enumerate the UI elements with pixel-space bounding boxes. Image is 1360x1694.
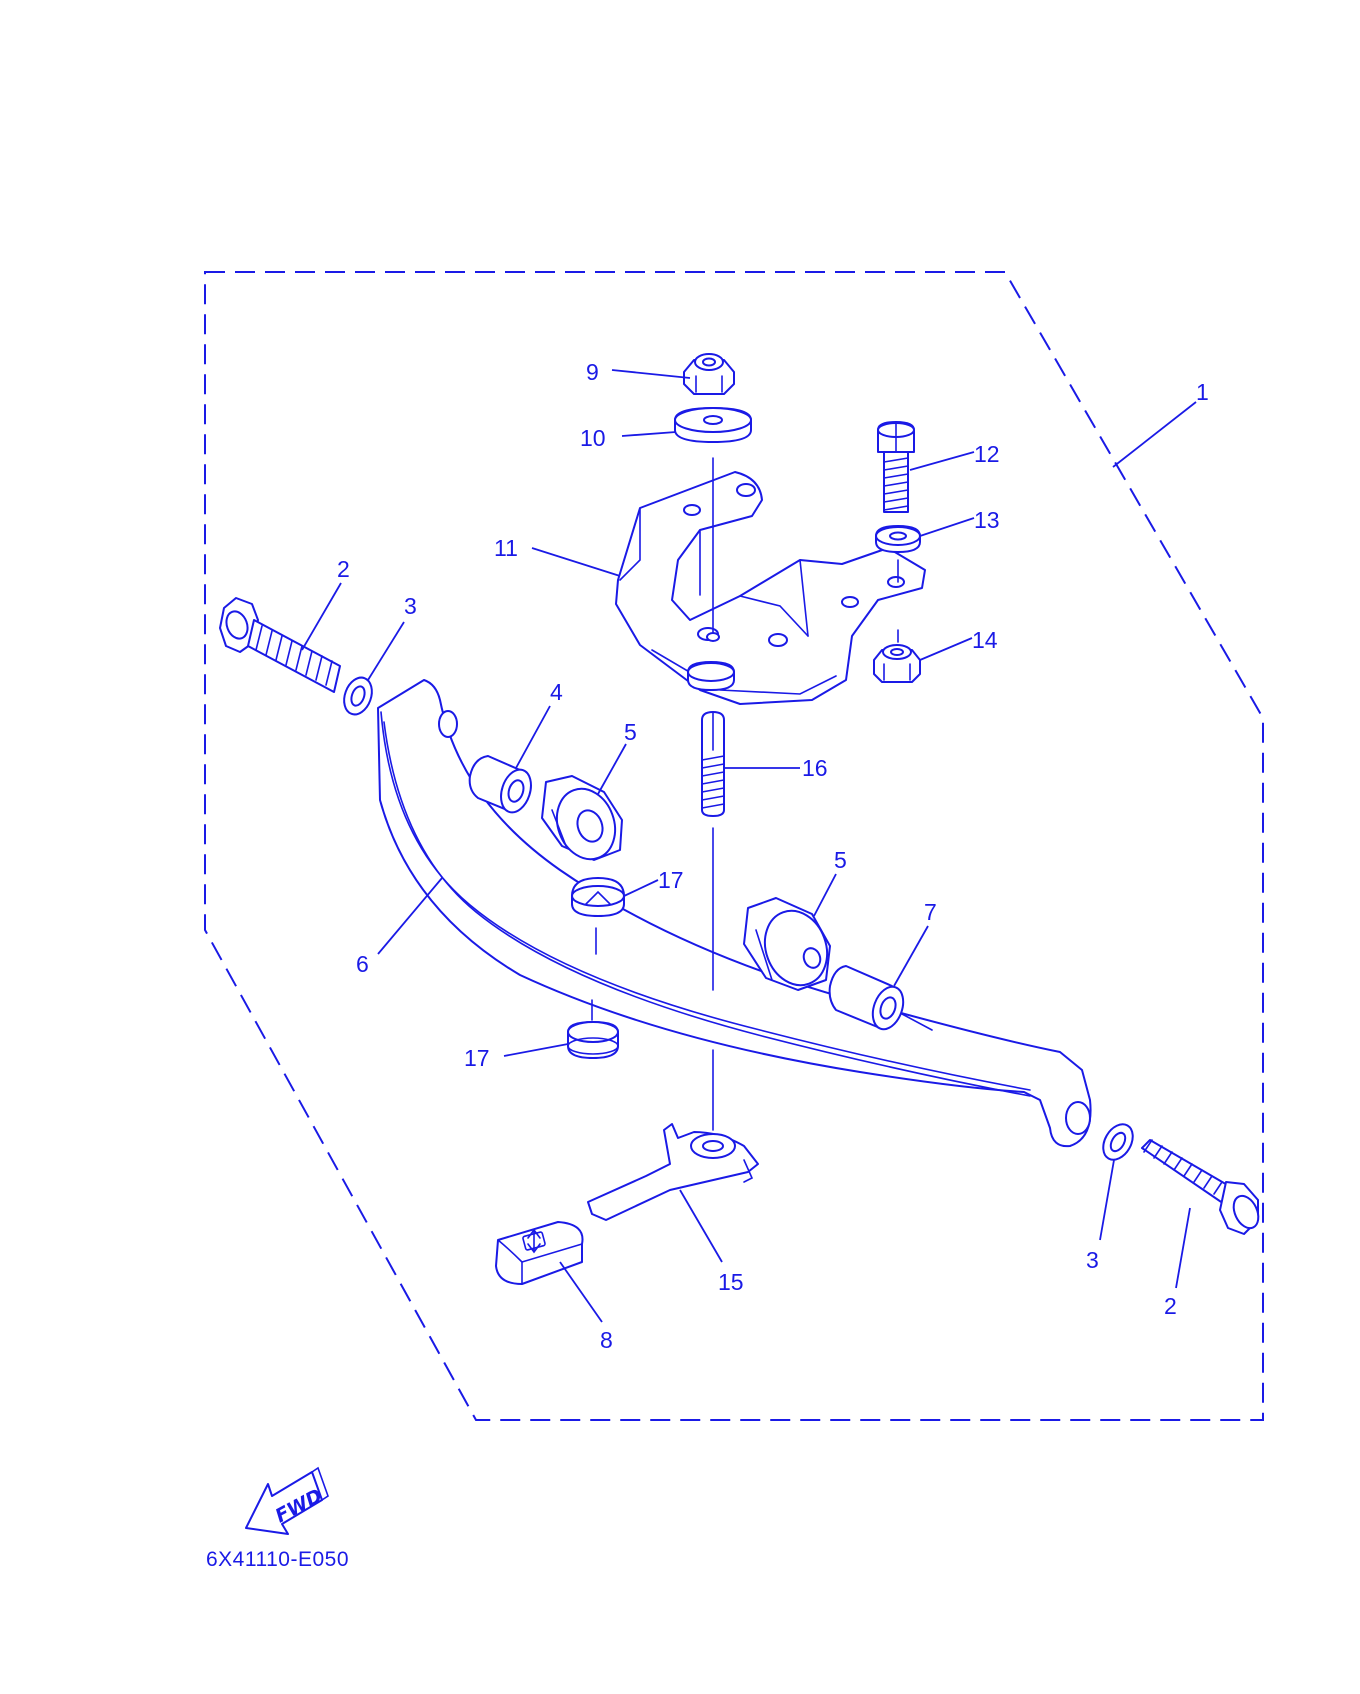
callout-5-upper: 5 — [624, 719, 637, 745]
callout-12: 12 — [974, 441, 1000, 467]
part-7-collar — [828, 965, 933, 1031]
callout-2-right: 2 — [1164, 1293, 1177, 1319]
part-2-bolt-left — [219, 597, 341, 693]
callout-15: 15 — [718, 1269, 744, 1295]
part-17-grommet-lower — [567, 1021, 619, 1059]
part-3-washer-left — [343, 676, 373, 716]
part-9-nut — [683, 353, 735, 395]
part-5-nut-upper — [541, 775, 623, 861]
callout-labels: 1 2 3 4 5 5 6 7 8 9 10 11 12 13 14 15 16… — [337, 359, 1209, 1353]
part-10-washer — [674, 407, 752, 443]
callout-17-upper: 17 — [658, 867, 684, 893]
figure-code: 6X41110-E050 — [206, 1548, 349, 1571]
part-17-grommet-upper — [571, 877, 625, 917]
part-5-nut-lower — [743, 897, 831, 991]
callout-3-right: 3 — [1086, 1247, 1099, 1273]
callout-8: 8 — [600, 1327, 613, 1353]
callout-1: 1 — [1196, 379, 1209, 405]
part-15-plate — [587, 1123, 759, 1221]
part-16-stud — [701, 711, 725, 817]
part-14-nut — [873, 644, 921, 683]
callout-11: 11 — [494, 535, 518, 561]
part-6-steering-arm — [377, 679, 1092, 1148]
part-4-collar — [468, 755, 532, 814]
part-12-bolt — [877, 421, 915, 513]
part-8-indicator-block — [495, 1221, 584, 1285]
part-3-washer-right — [1102, 1123, 1134, 1161]
fwd-arrow-icon: FWD — [245, 1466, 329, 1535]
callout-5-lower: 5 — [834, 847, 847, 873]
callout-2-left: 2 — [337, 556, 350, 582]
part-13-washer — [875, 525, 921, 553]
callout-6: 6 — [356, 951, 369, 977]
callout-13: 13 — [974, 507, 1000, 533]
callout-3-left: 3 — [404, 593, 417, 619]
callout-9: 9 — [586, 359, 599, 385]
part-2-bolt-right — [1141, 1139, 1260, 1235]
assembly-boundary — [204, 271, 1264, 1421]
leader-lines — [301, 369, 1191, 1323]
callout-17-lower: 17 — [464, 1045, 490, 1071]
callout-14: 14 — [972, 627, 998, 653]
callout-16: 16 — [802, 755, 828, 781]
callout-7: 7 — [924, 899, 937, 925]
callout-4: 4 — [550, 679, 563, 705]
callout-10: 10 — [580, 425, 606, 451]
